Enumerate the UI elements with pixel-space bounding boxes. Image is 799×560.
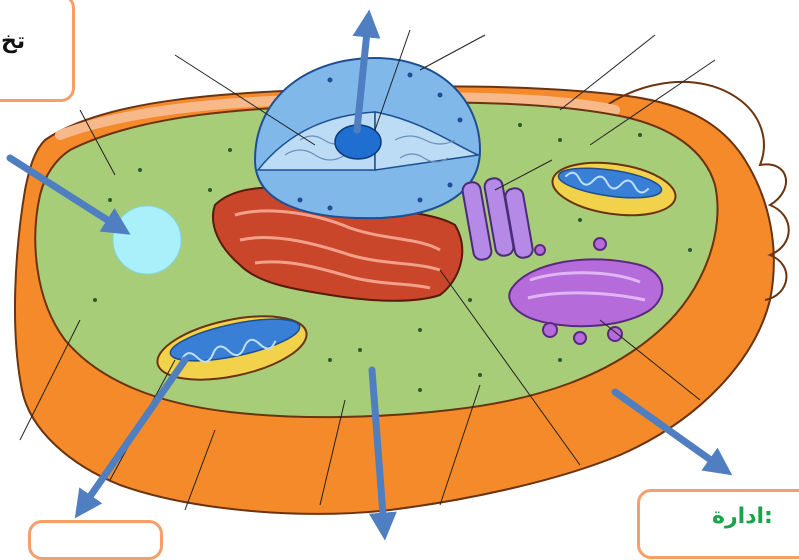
label-box-bottom-left xyxy=(28,520,163,560)
label-text-bottom-right: ادارة: xyxy=(712,504,773,529)
label-box-bottom-right: ادارة: xyxy=(637,489,799,559)
label-text-top-left: تخ xyxy=(1,29,25,54)
vacuole xyxy=(113,206,181,274)
animal-cell-diagram xyxy=(0,0,799,541)
label-box-top-left: تخ xyxy=(0,0,75,102)
nucleus-icon xyxy=(255,58,480,218)
